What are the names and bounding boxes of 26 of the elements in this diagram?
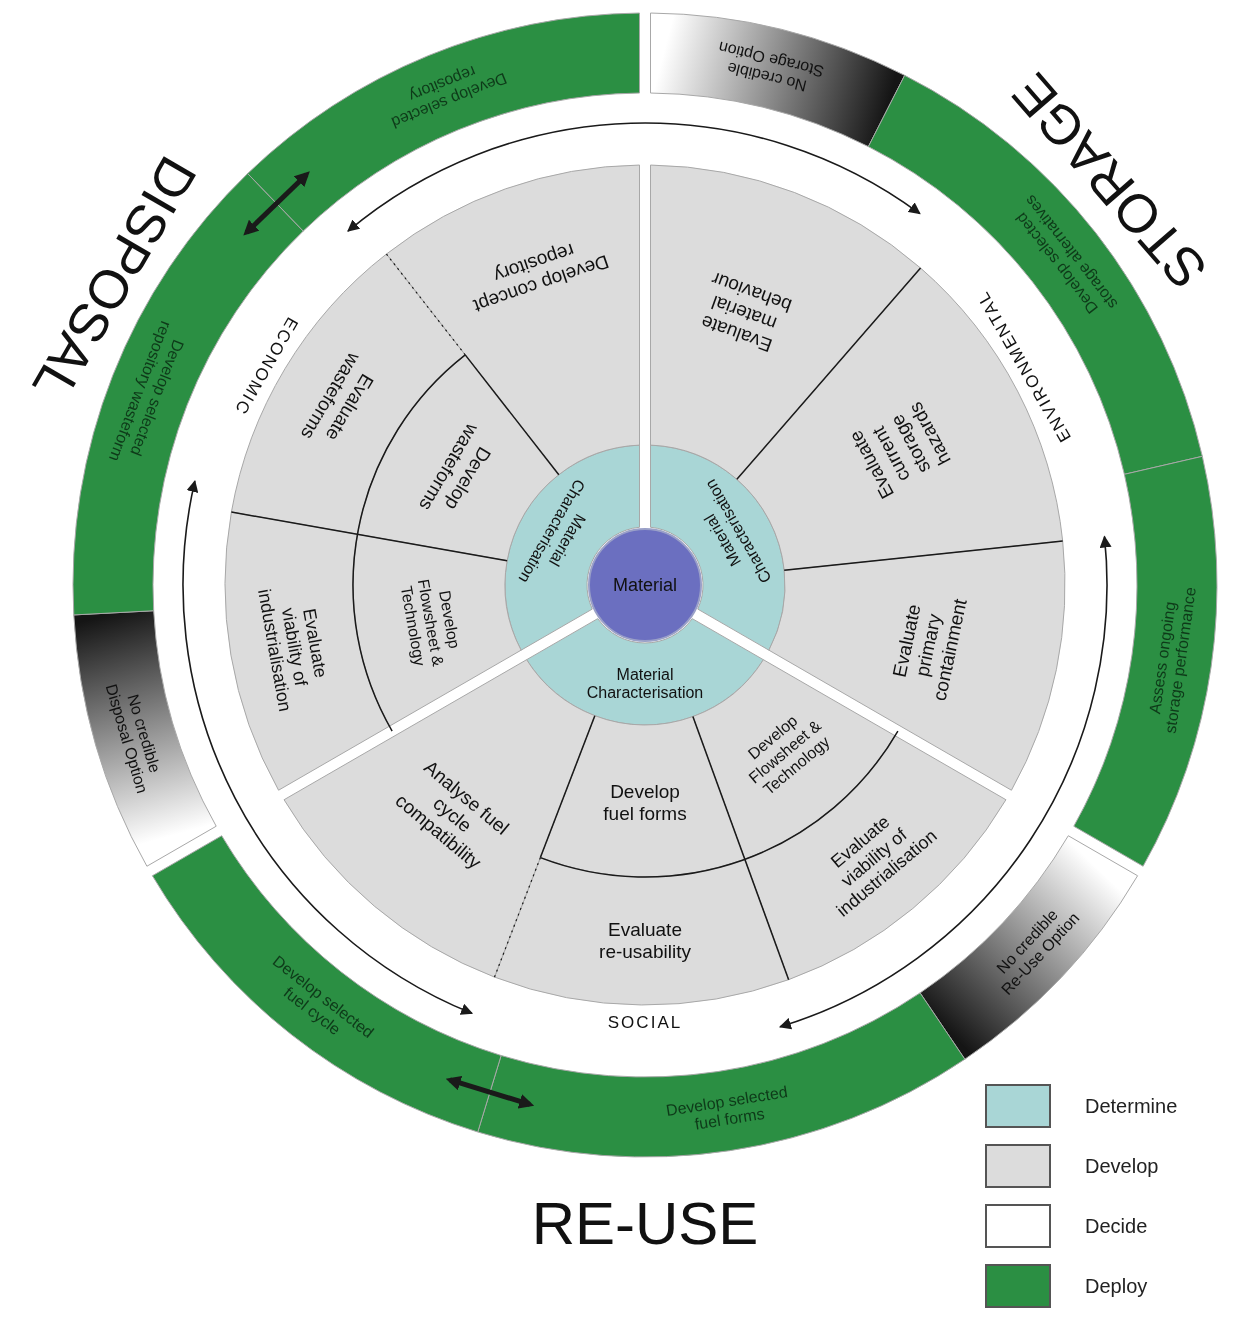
deploy-segment [247,12,640,232]
legend-label: Deploy [1085,1274,1148,1299]
no-option-segment [73,610,217,867]
segment-label: Evaluate primary containment [887,595,972,705]
segment-label: Develop Flowsheet & Technology [396,576,464,670]
no-option-segment [650,12,906,148]
option-title: RE-USE [531,1188,759,1258]
legend-label: Determine [1085,1094,1178,1119]
double-arrow [445,1075,535,1109]
segment-label: Material Characterisation [585,665,705,703]
segment-label: Assess ongoing storage performance [1144,584,1200,737]
segment-label: Evaluate re-usability [598,919,692,963]
material-circle [588,528,702,642]
deploy-segment [1073,455,1218,867]
deploy-segment [477,992,966,1157]
segment-label: Material [613,574,677,596]
double-arrow [243,171,310,236]
develop-segment [539,715,746,878]
legend-label: Develop [1085,1154,1159,1179]
develop-segment [494,857,790,1006]
segment-label: Develop selected fuel forms [663,1081,790,1135]
segment-label: Develop fuel forms [602,781,688,825]
develop-segment [225,511,390,791]
criterion-label: SOCIAL [607,1013,683,1033]
legend-label: Decide [1085,1214,1148,1239]
segment-label: No credible Storage Option [715,37,827,98]
